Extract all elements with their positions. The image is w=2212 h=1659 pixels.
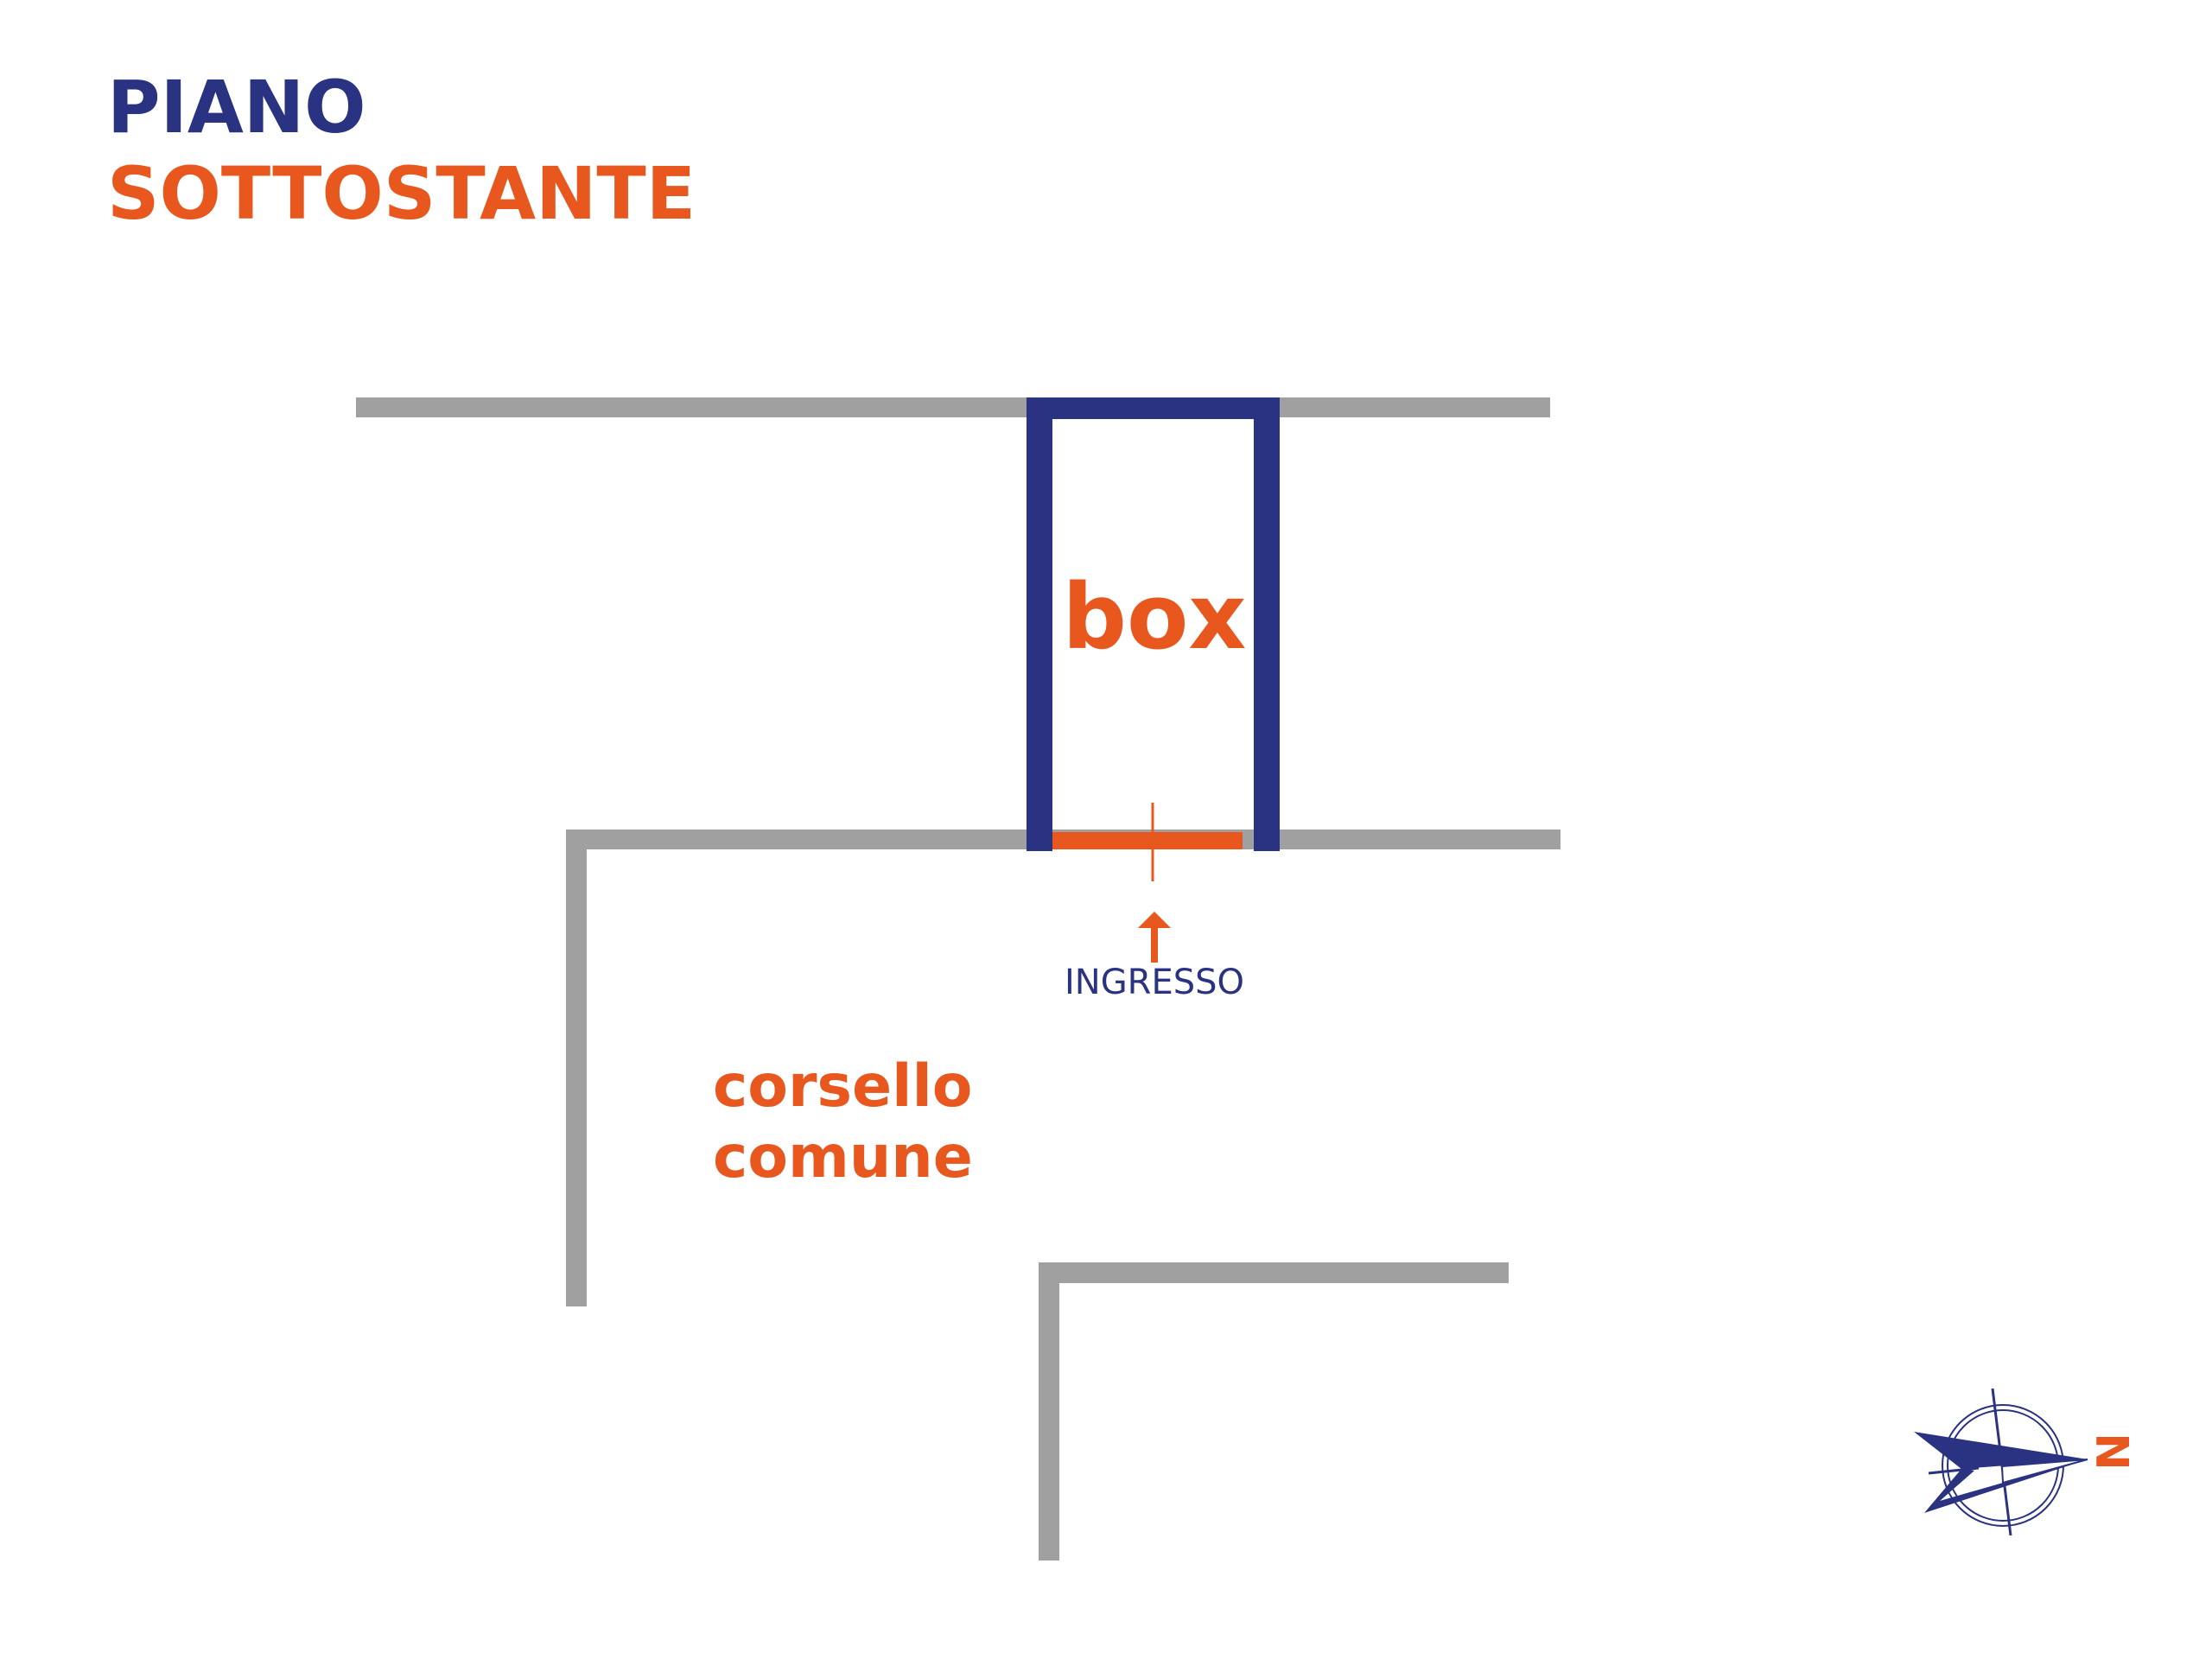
corridor-label-line1: corsello bbox=[713, 1052, 973, 1121]
walls bbox=[356, 397, 1560, 1560]
wall-bottom-horizontal bbox=[1039, 1262, 1509, 1283]
title-line2: SOTTOSTANTE bbox=[107, 151, 696, 236]
box-outline bbox=[1027, 397, 1280, 851]
box-unit: box bbox=[1027, 397, 1280, 881]
entrance-label: INGRESSO bbox=[1065, 963, 1244, 1002]
north-label: N bbox=[2088, 1433, 2140, 1471]
title-line1: PIANO bbox=[107, 65, 366, 149]
wall-bottom-vertical bbox=[1039, 1262, 1059, 1560]
box-label: box bbox=[1063, 564, 1247, 670]
compass-icon: N bbox=[1914, 1388, 2140, 1536]
wall-top bbox=[356, 397, 1550, 417]
entrance-marker: INGRESSO bbox=[1065, 912, 1244, 1002]
corridor-label-line2: comune bbox=[713, 1123, 973, 1192]
entrance-door bbox=[1052, 832, 1243, 849]
wall-left bbox=[566, 830, 587, 1306]
arrow-up-icon bbox=[1138, 912, 1171, 928]
